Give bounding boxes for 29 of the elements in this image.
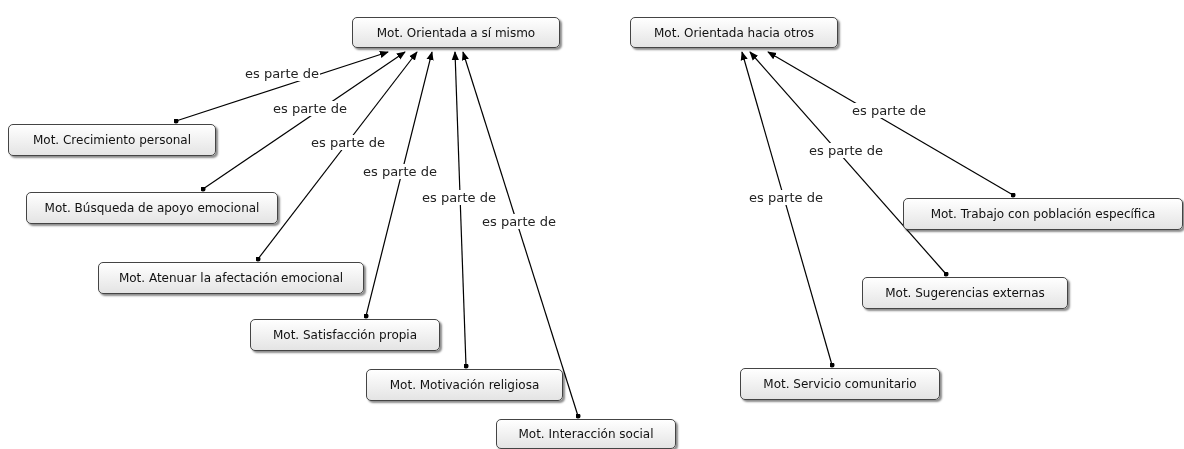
arrow (255, 51, 418, 262)
edge-label: es parte de (808, 143, 884, 158)
concept-box: Mot. Sugerencias externas (862, 277, 1068, 309)
arrow (749, 51, 949, 277)
concept-box: Mot. Interacción social (496, 419, 676, 449)
concept-box: Mot. Orientada hacia otros (630, 17, 838, 48)
arrow (363, 51, 434, 319)
edge-label: es parte de (851, 103, 927, 118)
concept-box: Mot. Orientada a sí mismo (352, 17, 560, 48)
concept-box: Mot. Motivación religiosa (366, 369, 563, 401)
arrow (173, 51, 389, 124)
arrow (451, 51, 469, 369)
concept-box: Mot. Atenuar la afectación emocional (98, 262, 364, 294)
edge-label: es parte de (244, 66, 320, 81)
concept-box: Mot. Crecimiento personal (8, 124, 216, 156)
concept-box: Mot. Servicio comunitario (740, 368, 940, 400)
concept-box: Mot. Búsqueda de apoyo emocional (26, 192, 278, 224)
concept-box: Mot. Satisfacción propia (250, 319, 440, 351)
edge-label: es parte de (748, 190, 824, 205)
arrow (200, 51, 406, 192)
edge-label: es parte de (310, 135, 386, 150)
edge-label: es parte de (272, 101, 348, 116)
arrow (740, 51, 835, 368)
arrow (462, 51, 581, 419)
edge-label: es parte de (362, 164, 438, 179)
concept-box: Mot. Trabajo con población específica (903, 198, 1183, 230)
edge-label: es parte de (481, 214, 557, 229)
edge-label: es parte de (421, 190, 497, 205)
arrow (767, 51, 1016, 198)
